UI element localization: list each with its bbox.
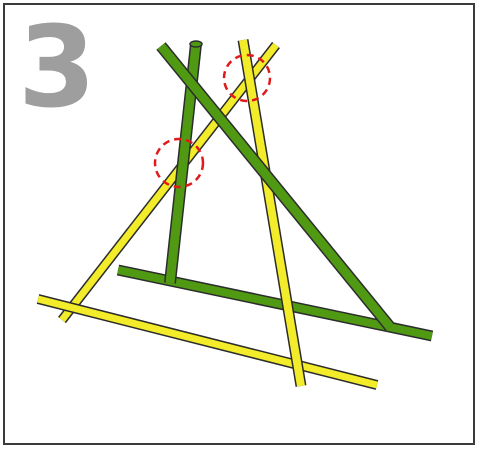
- sticks-diagram: [0, 0, 481, 451]
